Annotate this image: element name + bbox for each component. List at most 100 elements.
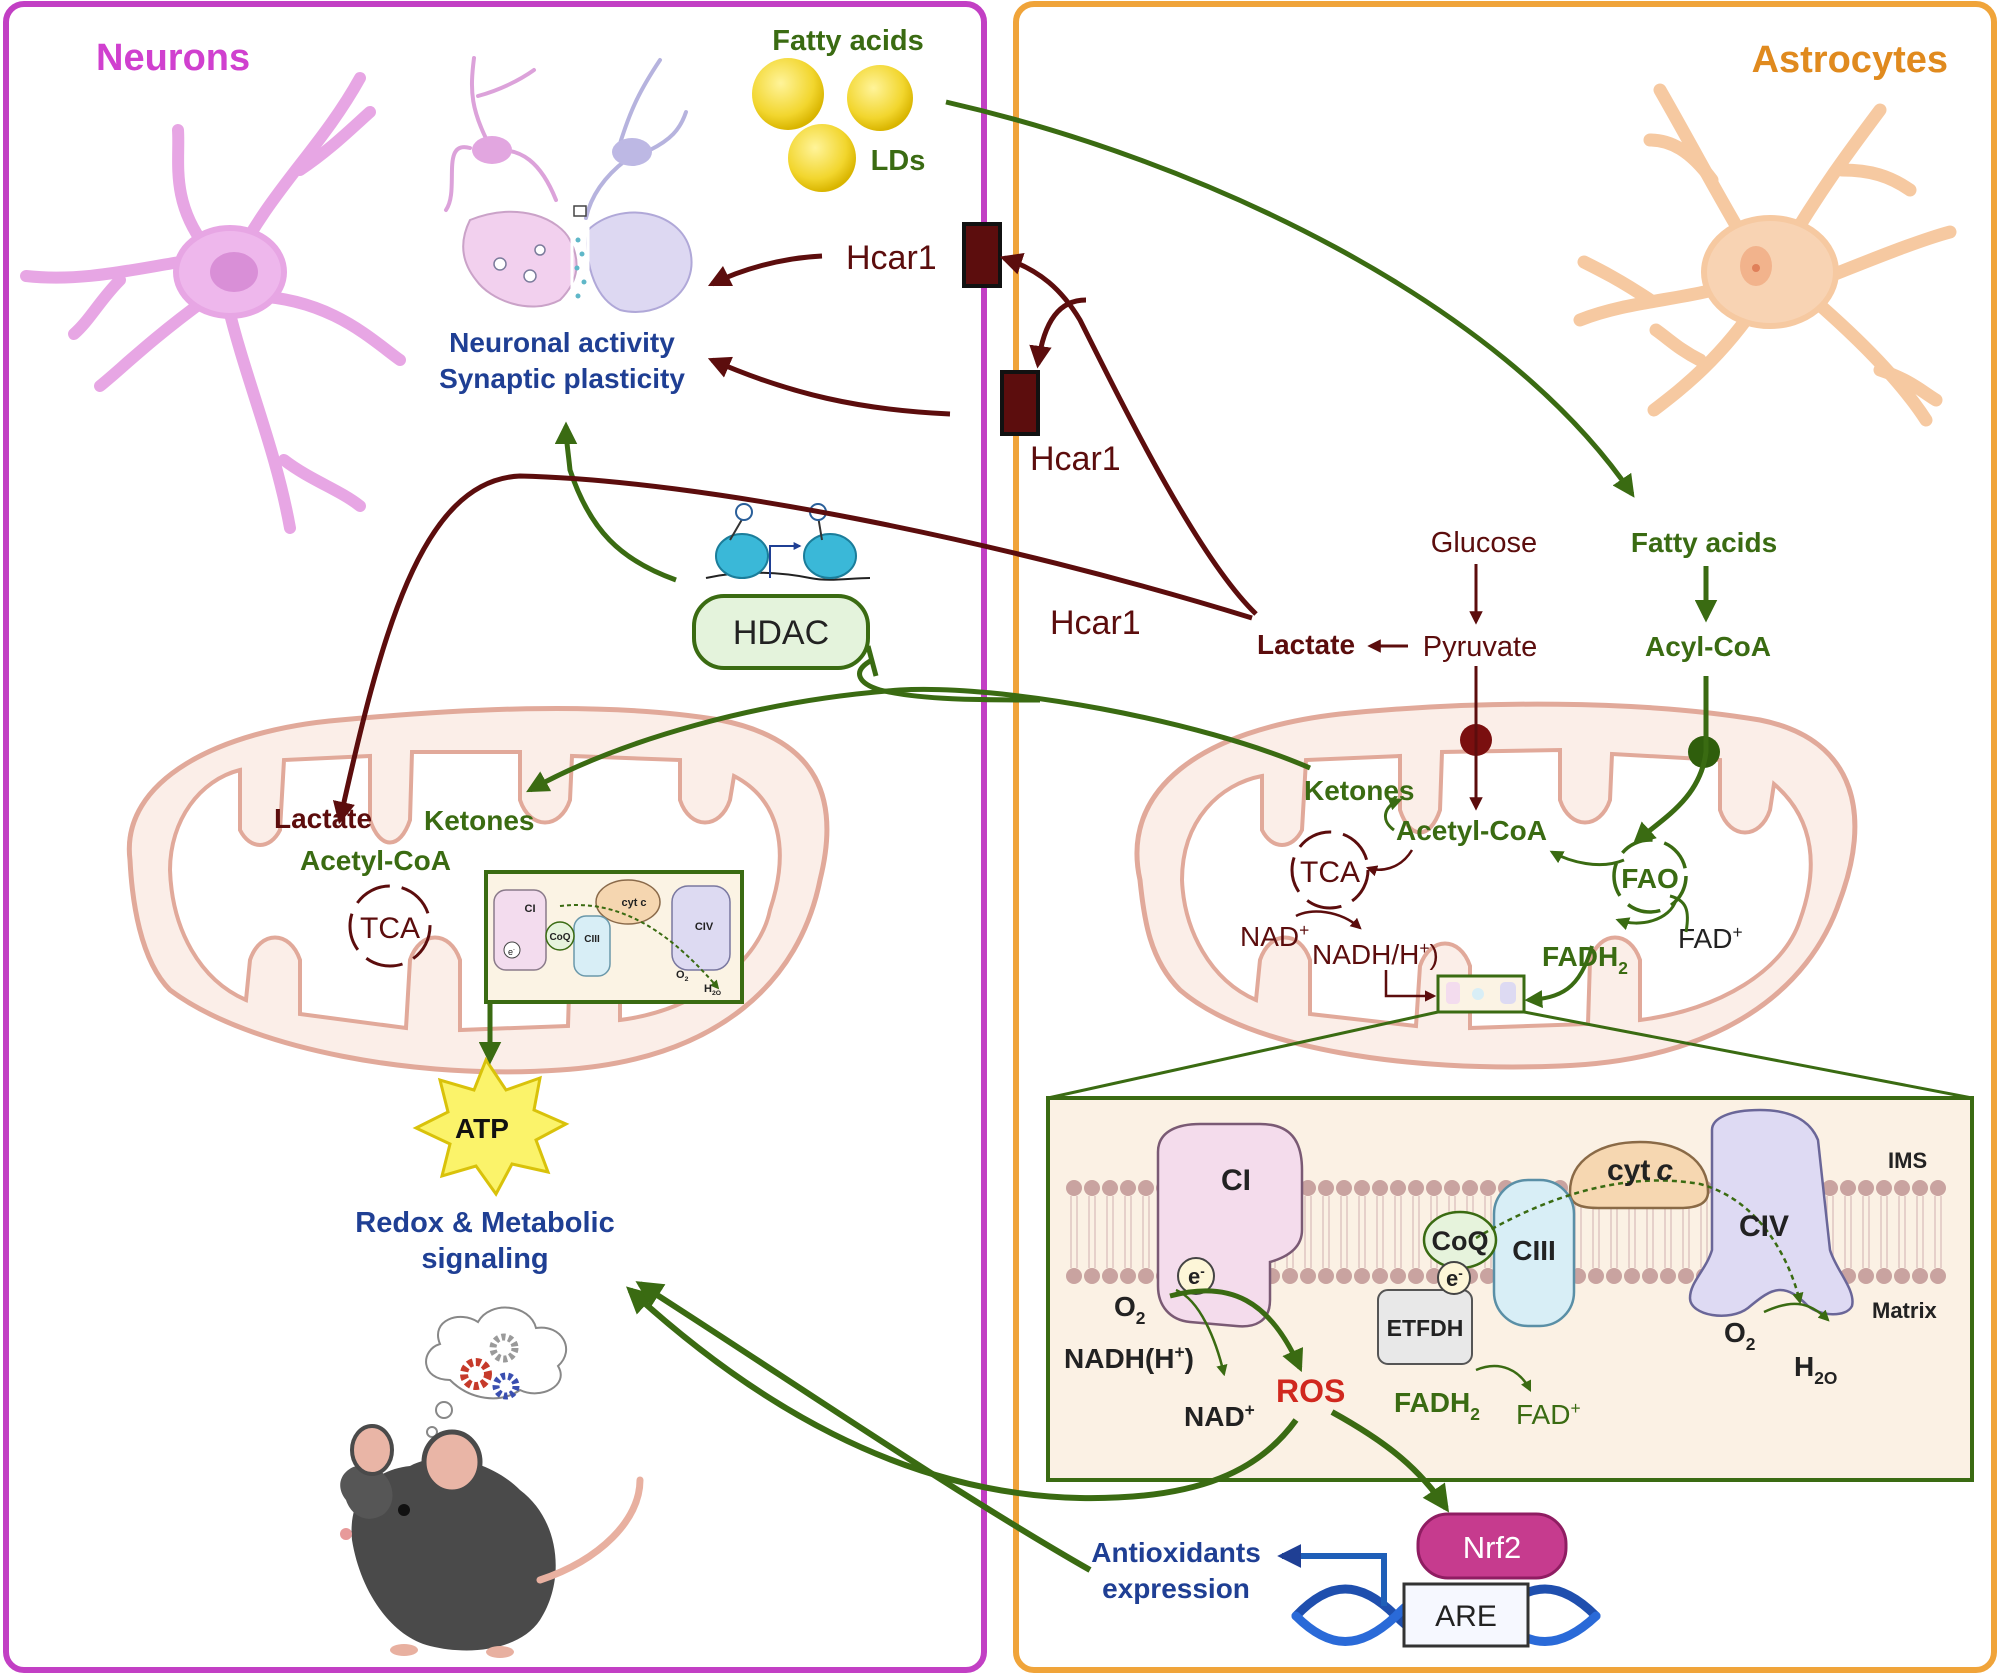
lipid-head — [1318, 1180, 1334, 1196]
lipid-tail — [1088, 1196, 1096, 1268]
ims-label: IMS — [1888, 1148, 1927, 1173]
fad-to-fao-arrow — [1669, 894, 1689, 933]
nadh-label: NADH/H+) — [1312, 938, 1439, 970]
lipid-tail — [1700, 1196, 1708, 1268]
lipid-head — [1840, 1180, 1856, 1196]
tca-to-nadh-arrow — [1295, 910, 1362, 930]
astrocyte-cell-icon — [1573, 83, 1957, 427]
neurons-title: Neurons — [96, 37, 250, 79]
lipid-head — [1588, 1268, 1604, 1284]
lipid-head — [1318, 1268, 1334, 1284]
lipid-tail — [1304, 1196, 1312, 1268]
pyruvate-label: Pyruvate — [1423, 631, 1537, 663]
lipid-head — [1894, 1268, 1910, 1284]
astro-acetyl-coa-label: Acetyl-CoA — [1396, 815, 1547, 846]
inset-civ-label: CIV — [695, 921, 714, 933]
antioxidants-to-redox-arrow — [635, 1281, 1092, 1573]
neuron-ketones-label: Ketones — [424, 805, 534, 836]
big-ci-label: CI — [1221, 1164, 1251, 1197]
lipid-head — [1912, 1268, 1928, 1284]
atp-star — [412, 1056, 570, 1197]
lipid-head — [1876, 1268, 1892, 1284]
hcar1-top-to-activity-arrow — [707, 253, 823, 287]
big-electron-label-1: e- — [1188, 1264, 1205, 1289]
lipid-head — [1480, 1180, 1496, 1196]
atp-label: ATP — [455, 1113, 509, 1144]
lactate-to-neuron-arrow — [332, 473, 1253, 825]
neuron-tca-label: TCA — [360, 912, 420, 945]
lactate-to-hcar1-top-arrow — [999, 253, 1258, 616]
lipid-head — [1066, 1268, 1082, 1284]
lipid-head — [1372, 1180, 1388, 1196]
lipid-head — [1894, 1180, 1910, 1196]
lipid-head — [1444, 1180, 1460, 1196]
lds-label: LDs — [871, 145, 926, 177]
zoom-line-left — [1047, 1010, 1439, 1100]
ketones-transfer-arrow — [526, 686, 1311, 793]
lipid-tail — [1412, 1196, 1420, 1268]
lipid-head — [1678, 1268, 1694, 1284]
antioxidants-label-2: expression — [1102, 1573, 1250, 1604]
big-h2o-label: H2O — [1794, 1351, 1837, 1388]
etfdh-label: ETFDH — [1387, 1315, 1464, 1341]
lipid-tail — [1340, 1196, 1348, 1268]
acetyl-to-ketones-arrow — [1384, 797, 1403, 832]
ketones-inhibit-hdac-line — [857, 657, 1041, 703]
lipid-droplets-icon — [752, 58, 913, 192]
lactate-to-hcar1-mid-arrow — [1029, 297, 1087, 369]
lipid-head — [1120, 1268, 1136, 1284]
lipid-head — [1480, 1268, 1496, 1284]
matrix-label: Matrix — [1872, 1298, 1938, 1323]
synaptic-plasticity-label: Synaptic plasticity — [439, 363, 685, 394]
lipid-tail — [1358, 1196, 1366, 1268]
neuron-cell-icon — [20, 72, 406, 534]
hcar1-low-label: Hcar1 — [1050, 604, 1141, 642]
lipid-head — [1930, 1268, 1946, 1284]
big-o2-ci-label: O2 — [1114, 1291, 1145, 1328]
lipid-tail — [1934, 1196, 1942, 1268]
lipid-head — [1282, 1268, 1298, 1284]
big-nad-label: NAD+ — [1184, 1400, 1255, 1432]
lipid-head — [1138, 1268, 1154, 1284]
lipid-head — [1858, 1180, 1874, 1196]
neuron-acetyl-coa-label: Acetyl-CoA — [300, 845, 451, 876]
inset-coq-label: CoQ — [549, 932, 570, 943]
big-nadh-label: NADH(H+) — [1064, 1342, 1194, 1374]
lipid-head — [1642, 1268, 1658, 1284]
fadh2-label: FADH2 — [1542, 941, 1628, 978]
are-to-antioxidants-arrow — [1277, 1544, 1387, 1606]
lipid-head — [1390, 1180, 1406, 1196]
hdac-box — [692, 594, 870, 670]
astro-tca-label: TCA — [1300, 856, 1360, 889]
hcar1-mid-to-activity-arrow — [707, 356, 951, 417]
big-electron-label-2: e- — [1446, 1266, 1463, 1291]
hcar1-mid-label: Hcar1 — [1030, 440, 1121, 478]
ros-label: ROS — [1276, 1373, 1345, 1409]
hcar1-top-label: Hcar1 — [846, 239, 937, 277]
hdac-inhibition-bar — [865, 645, 879, 677]
lipid-head — [1660, 1268, 1676, 1284]
hcar1-receptor-mid — [1000, 370, 1040, 436]
astrocytes-panel — [1013, 1, 1997, 1673]
lipid-tail — [1862, 1196, 1870, 1268]
lipid-head — [1084, 1268, 1100, 1284]
thought-bubble-icon — [425, 1306, 568, 1438]
inset-cytc-label: cyt c — [621, 897, 646, 909]
lipid-head — [1354, 1180, 1370, 1196]
acyl-coa-label: Acyl-CoA — [1645, 631, 1771, 662]
fao-label: FAO — [1621, 863, 1679, 894]
lipid-head — [1390, 1268, 1406, 1284]
lipid-head — [1336, 1180, 1352, 1196]
big-civ-label: CIV — [1739, 1210, 1789, 1243]
lipid-head — [1138, 1180, 1154, 1196]
lipid-head — [1930, 1180, 1946, 1196]
fadh2-to-etc-arrow — [1524, 945, 1594, 1009]
inset-ci-label: CI — [525, 903, 536, 915]
antioxidants-label-1: Antioxidants — [1091, 1537, 1261, 1568]
neuron-lactate-label: Lactate — [274, 803, 372, 834]
lipid-tail — [1898, 1196, 1906, 1268]
nadh-to-etc-arrow — [1384, 970, 1437, 1002]
lipid-tail — [1106, 1196, 1114, 1268]
